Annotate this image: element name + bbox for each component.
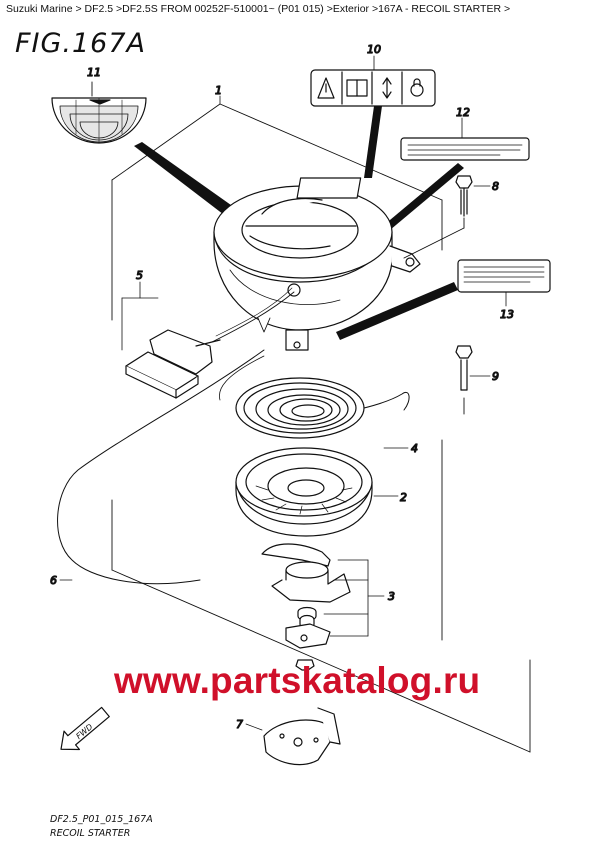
callout-7[interactable]: 7 bbox=[235, 717, 243, 731]
leader-arrow-12 bbox=[384, 163, 464, 230]
breadcrumb: Suzuki Marine > DF2.5 >DF2.5S FROM 00252… bbox=[6, 3, 511, 15]
leader-arrow-10 bbox=[364, 106, 382, 178]
breadcrumb-link-recoil-starter[interactable]: 167A - RECOIL STARTER bbox=[378, 3, 502, 15]
callout-11[interactable]: 11 bbox=[86, 65, 101, 79]
warning-triangle-icon bbox=[317, 77, 335, 99]
callout-2[interactable]: 2 bbox=[399, 490, 407, 504]
part-13-label[interactable] bbox=[457, 259, 551, 293]
watermark: www.partskatalog.ru bbox=[114, 660, 481, 701]
lock-icon bbox=[410, 78, 424, 97]
callout-12[interactable]: 12 bbox=[455, 105, 470, 119]
part-11-decal[interactable] bbox=[51, 81, 147, 144]
callout-9[interactable]: 9 bbox=[491, 369, 499, 383]
part-2-reel[interactable] bbox=[235, 447, 373, 537]
updown-arrow-icon bbox=[382, 77, 392, 99]
breadcrumb-link-suzuki-marine[interactable]: Suzuki Marine bbox=[6, 3, 73, 15]
part-10-warning-label[interactable] bbox=[310, 69, 436, 107]
callout-5[interactable]: 5 bbox=[135, 268, 143, 282]
leader-arrow-13 bbox=[336, 282, 458, 340]
callout-numbers: 1 2 3 4 5 6 7 8 9 10 11 12 13 bbox=[49, 42, 514, 731]
figure-title: FIG.167A bbox=[15, 28, 147, 59]
part-9-bolt[interactable] bbox=[455, 345, 473, 415]
part-1-starter-housing[interactable] bbox=[213, 177, 421, 351]
callout-4[interactable]: 4 bbox=[410, 441, 418, 455]
callout-1[interactable]: 1 bbox=[214, 83, 222, 97]
callout-8[interactable]: 8 bbox=[491, 179, 499, 193]
callout-3[interactable]: 3 bbox=[387, 589, 395, 603]
starter-rope bbox=[211, 287, 295, 343]
breadcrumb-link-exterior[interactable]: Exterior bbox=[332, 3, 370, 15]
part-4-spiral-spring[interactable] bbox=[235, 377, 410, 439]
footer-code: DF2.5_P01_015_167A bbox=[50, 814, 153, 825]
fwd-arrow-icon: FWD bbox=[60, 706, 110, 751]
part-5-handle[interactable] bbox=[125, 329, 221, 399]
callout-13[interactable]: 13 bbox=[499, 307, 514, 321]
callout-6[interactable]: 6 bbox=[49, 573, 57, 587]
leader-arrow-11 bbox=[134, 146, 240, 224]
part-8-bolt[interactable] bbox=[403, 175, 473, 259]
callout-10[interactable]: 10 bbox=[366, 42, 381, 56]
part-7-guide-plate[interactable] bbox=[263, 707, 341, 766]
breadcrumb-link-serial[interactable]: DF2.5S FROM 00252F-510001~ (P01 015) bbox=[122, 3, 324, 15]
assembly-frame bbox=[111, 103, 531, 753]
footer-name: RECOIL STARTER bbox=[50, 828, 131, 839]
part-6-rope[interactable] bbox=[57, 349, 265, 585]
callout-leaders bbox=[59, 55, 507, 731]
part-12-label[interactable] bbox=[400, 137, 530, 161]
breadcrumb-link-model[interactable]: DF2.5 bbox=[84, 3, 114, 15]
part-3-ratchet-set[interactable] bbox=[261, 543, 351, 683]
